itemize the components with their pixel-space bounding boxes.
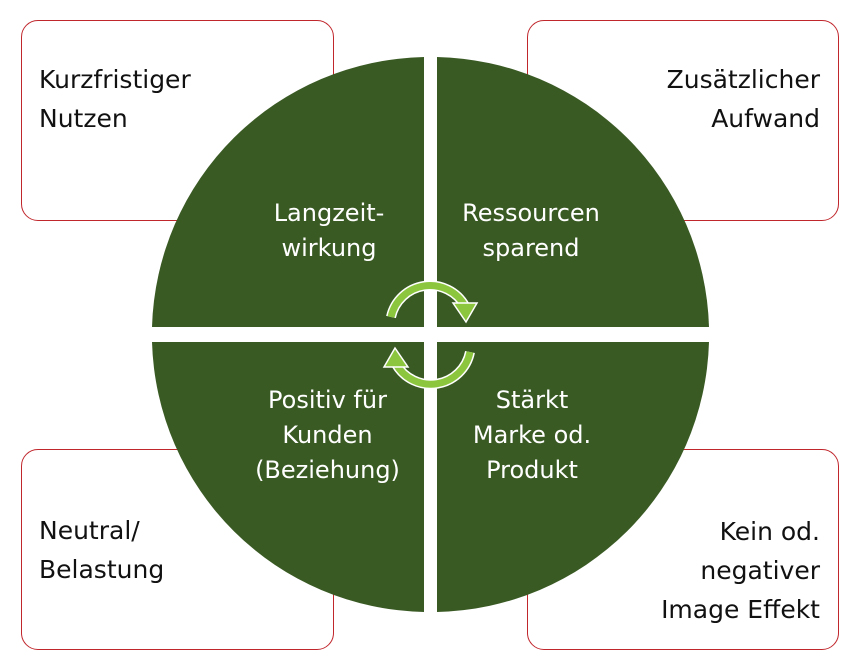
quadrant-text-line: Stärkt [495, 386, 569, 414]
quadrant-text-line: Produkt [486, 456, 578, 484]
cycle-arrow-icon-bottom [382, 346, 475, 390]
corner-text-line: Neutral/ [39, 515, 140, 545]
quadrant-text-line: Marke od. [472, 421, 592, 449]
quadrant-text-line: Positiv für [268, 386, 387, 414]
quadrant-label-long-term-effect: Langzeit- wirkung [219, 196, 439, 266]
quadrant-text-line: wirkung [281, 234, 377, 262]
cycle-arrow-icon-top [386, 280, 479, 324]
quadrant-text-line: sparend [482, 234, 580, 262]
quadrant-text-line: Kunden [282, 421, 373, 449]
quadrant-label-customer-positive: Positiv für Kunden (Beziehung) [215, 383, 440, 488]
quadrant-top-right [437, 57, 709, 327]
quadrant-bottom-right [437, 342, 709, 612]
corner-text-line: Zusätzlicher [666, 65, 820, 94]
corner-text-line: Kurzfristiger [39, 65, 191, 94]
corner-text-line: Aufwand [711, 104, 820, 133]
quadrant-text-line: Langzeit- [273, 199, 385, 227]
quadrant-top-left [152, 57, 424, 327]
quadrant-label-brand-strength: Stärkt Marke od. Produkt [422, 383, 642, 488]
corner-text-line: Nutzen [39, 104, 128, 133]
quadrant-label-resource-saving: Ressourcen sparend [421, 196, 641, 266]
quadrant-bottom-left [152, 342, 424, 612]
corner-text-line: Belastung [39, 554, 165, 584]
corner-text-line: negativer [700, 556, 820, 585]
quadrant-text-line: (Beziehung) [255, 456, 400, 484]
corner-text-line: Image Effekt [661, 595, 820, 624]
quadrant-text-line: Ressourcen [462, 199, 600, 227]
quadrant-segments [152, 57, 709, 612]
corner-text-line: Kein od. [719, 517, 820, 546]
